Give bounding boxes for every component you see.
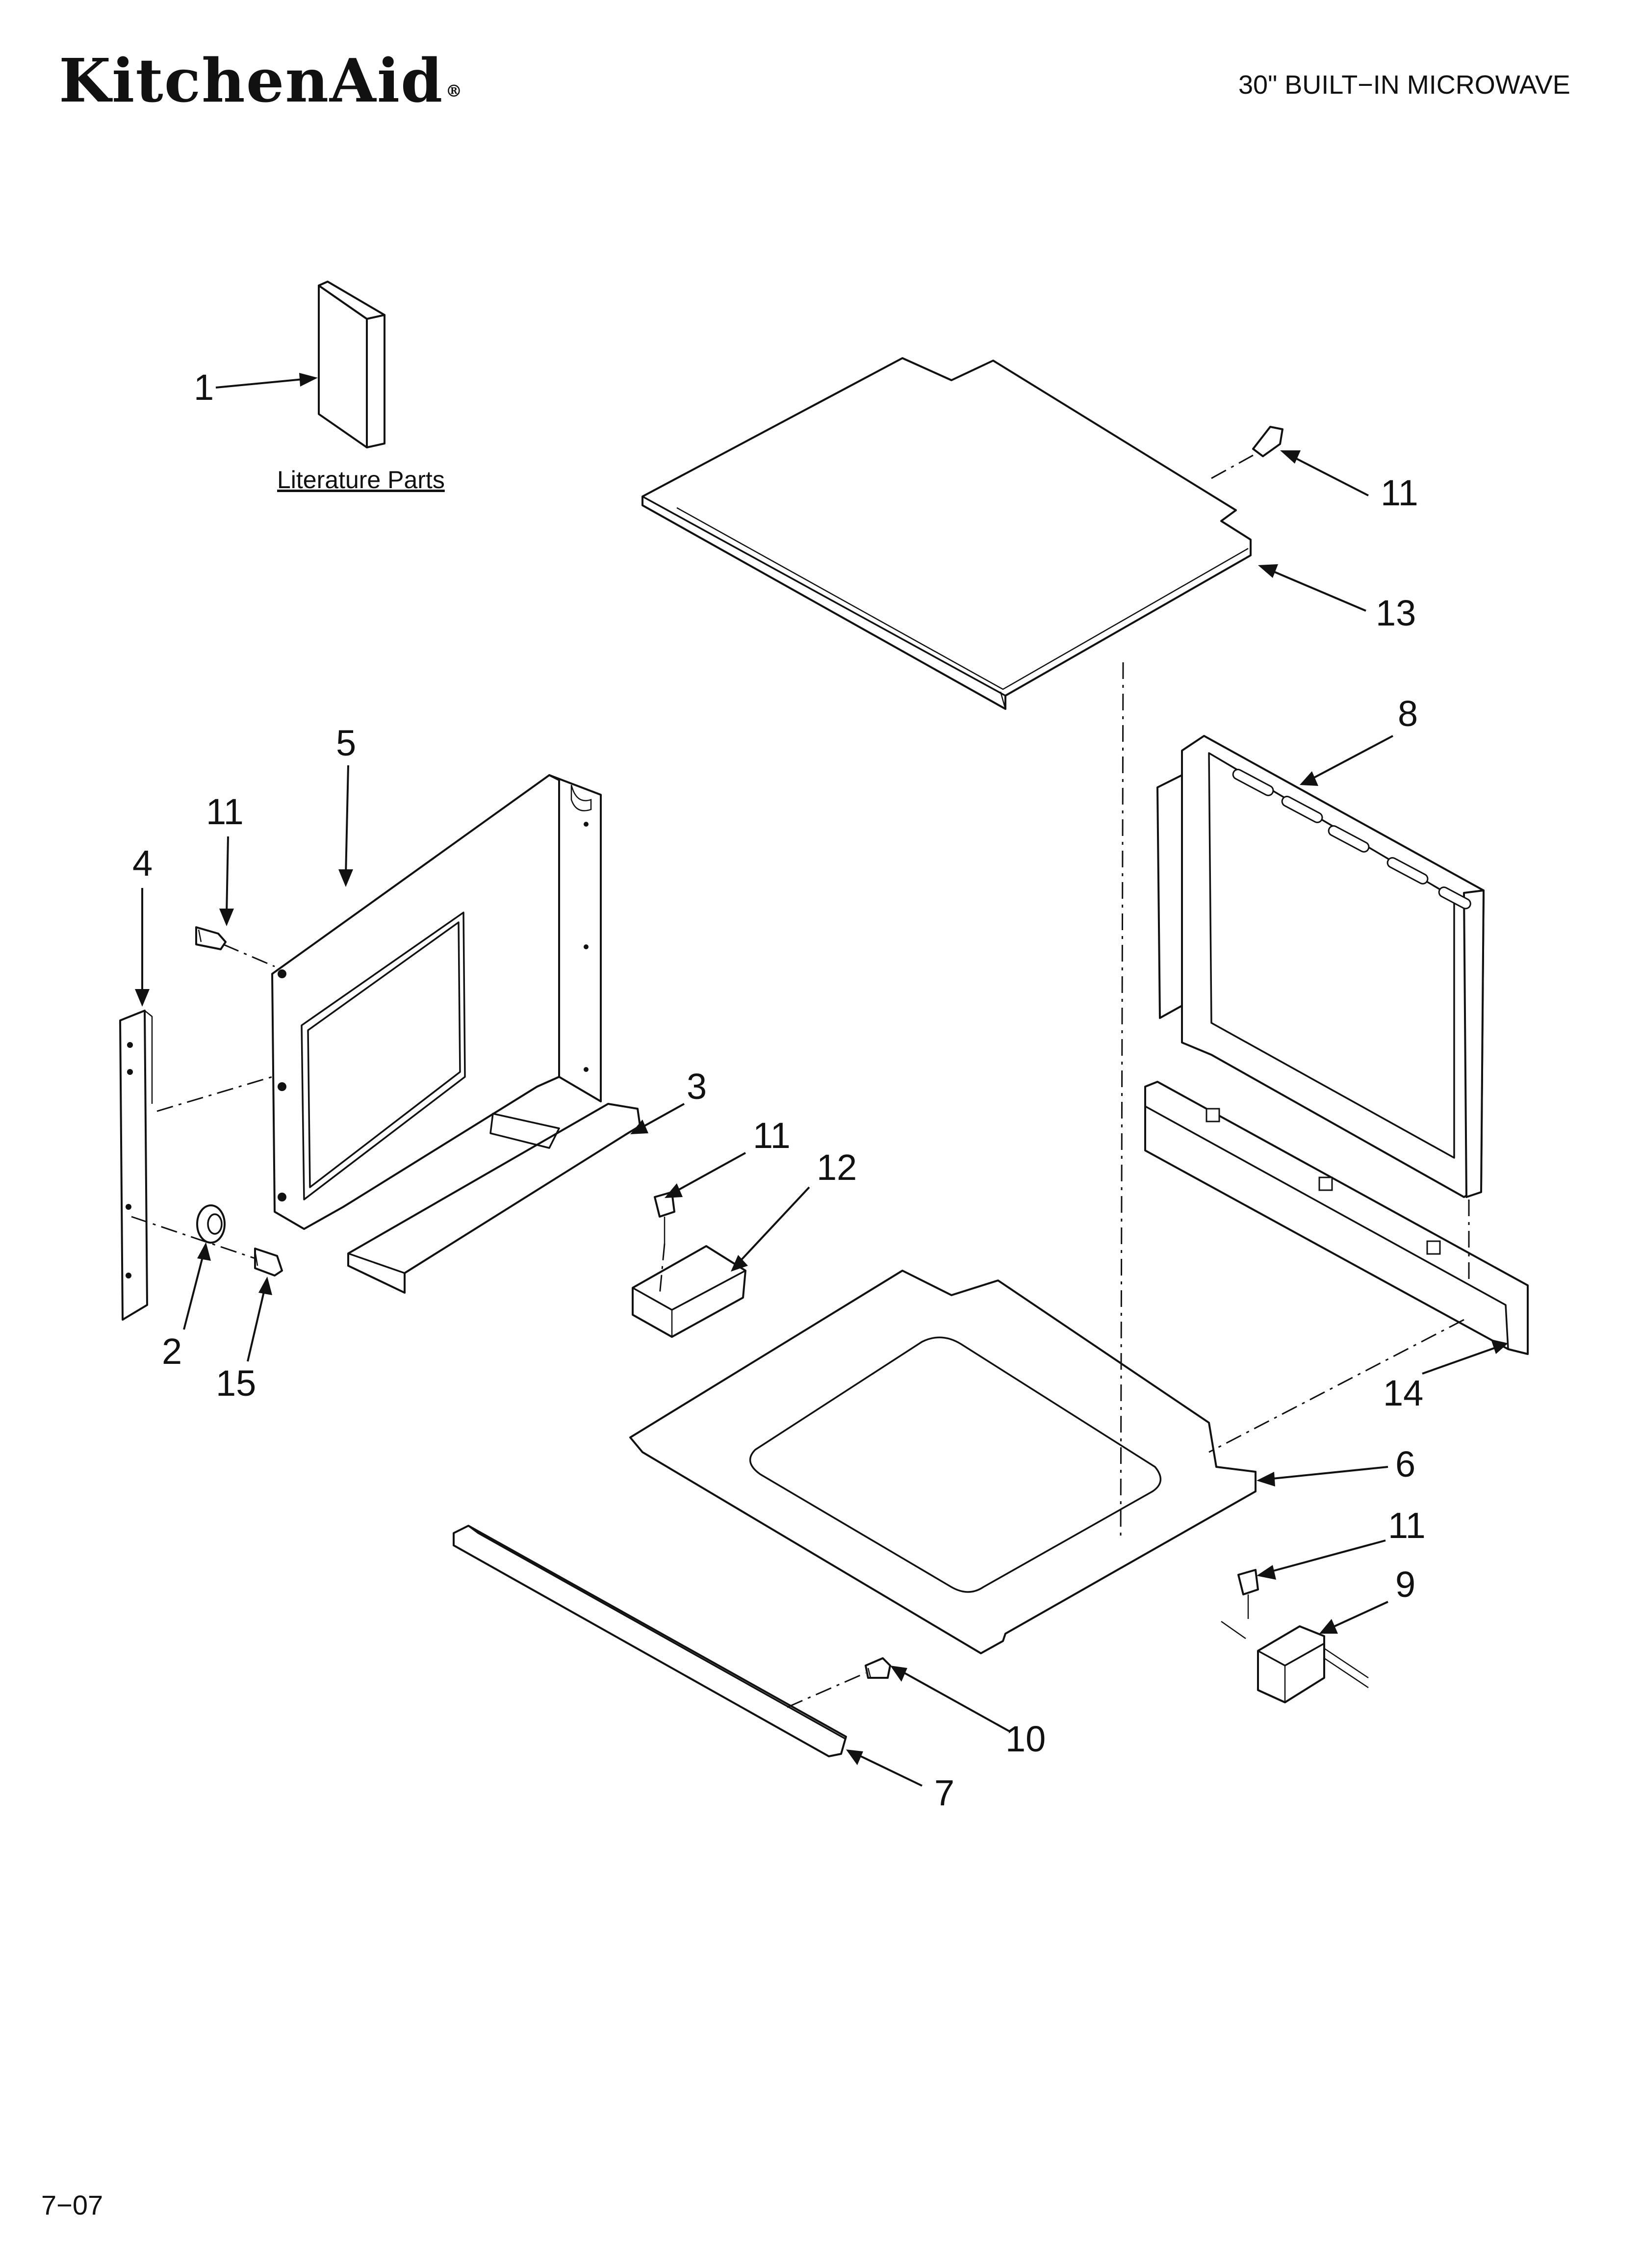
callout-11-middle: 11 [753, 1115, 791, 1156]
part-3-bracket [347, 1103, 641, 1294]
part-11-screw-middle [654, 1191, 675, 1244]
part-13-top-panel [641, 357, 1252, 710]
brand-logo: KitchenAid® [59, 45, 463, 116]
callout-1: 1 [194, 367, 214, 408]
callout-7: 7 [934, 1773, 954, 1813]
leader-1 [215, 378, 308, 389]
part-7-front-trim [453, 1525, 847, 1757]
brand-name: KitchenAid [59, 45, 444, 116]
callout-14: 14 [1383, 1373, 1423, 1413]
part-10-screw [865, 1657, 891, 1679]
callout-6: 6 [1395, 1444, 1415, 1485]
callout-11-top: 11 [1381, 472, 1418, 513]
callout-5: 5 [336, 723, 356, 763]
part-11-screw-bottom-right [1237, 1569, 1259, 1619]
arrow-1 [299, 373, 318, 387]
callout-8: 8 [1398, 693, 1418, 734]
part-2-grommet [196, 1204, 226, 1244]
part-11-screw-left [195, 926, 227, 950]
part-11-screw-top-right [1252, 426, 1283, 457]
page-title: 30" BUILT−IN MICROWAVE [1238, 70, 1570, 100]
part-15-screw [254, 1248, 283, 1277]
callout-11-left: 11 [206, 791, 244, 832]
brand-registered-mark: ® [445, 81, 463, 101]
part-8-rear-panel [1156, 735, 1485, 1198]
callout-3: 3 [687, 1066, 707, 1107]
part-6-bottom-floor [629, 1270, 1257, 1654]
part-14-rear-bracket [1144, 1081, 1529, 1355]
callout-9: 9 [1395, 1564, 1415, 1605]
callout-10: 10 [1005, 1719, 1046, 1759]
part-1-literature [318, 281, 385, 448]
part-12-module [632, 1245, 746, 1338]
literature-parts-label: Literature Parts [277, 466, 445, 494]
footer-code: 7−07 [41, 2190, 103, 2220]
callout-11-bottom: 11 [1388, 1505, 1426, 1546]
callout-leaders [135, 450, 1508, 1787]
part-4-vent-strip [119, 1010, 153, 1321]
callout-13: 13 [1376, 593, 1416, 633]
part-9-transformer [1221, 1620, 1369, 1703]
part-5-left-side-panel [271, 774, 602, 1230]
callout-2: 2 [162, 1331, 182, 1372]
callout-15: 15 [216, 1363, 256, 1404]
assembly-lines [131, 454, 1470, 1708]
callout-12: 12 [817, 1147, 857, 1188]
callout-4: 4 [132, 843, 153, 884]
